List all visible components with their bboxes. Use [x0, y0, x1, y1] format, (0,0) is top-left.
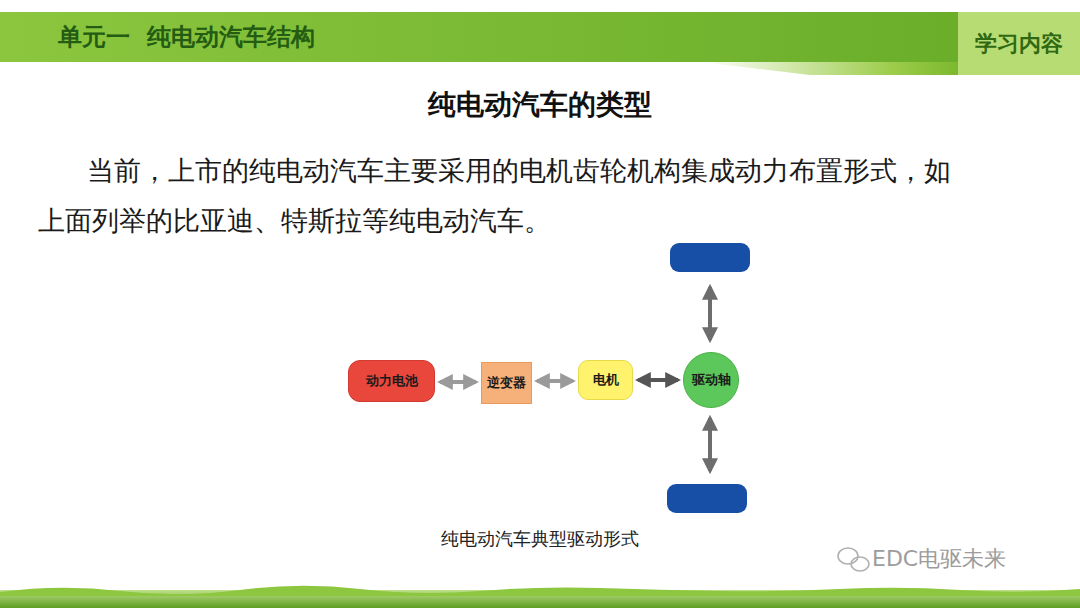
top-wheel	[670, 243, 750, 272]
double-arrow-connector	[537, 379, 573, 383]
double-arrow-connector	[440, 380, 476, 384]
motor-box: 电机	[578, 360, 633, 400]
node-text: 动力电池	[366, 372, 418, 390]
drive-axle-circle: 驱动轴	[683, 352, 739, 408]
node-text: 逆变器	[487, 374, 526, 392]
node-text: 电机	[593, 371, 619, 389]
body-paragraph: 当前，上市的纯电动汽车主要采用的电机齿轮机构集成动力布置形式，如上面列举的比亚迪…	[38, 146, 958, 246]
node-text: 学习内容	[975, 29, 1063, 59]
double-arrow-connector	[638, 378, 678, 382]
figure-caption: 纯电动汽车典型驱动形式	[0, 527, 1080, 551]
node-text: 驱动轴	[692, 371, 731, 389]
watermark: EDC电驱未来	[872, 544, 1062, 574]
slide-title: 纯电动汽车的类型	[0, 86, 1080, 124]
inverter-box: 逆变器	[481, 362, 532, 404]
battery-box: 动力电池	[348, 360, 435, 402]
bottom-wheel	[667, 484, 747, 513]
wheel-arrow	[708, 418, 712, 471]
wechat-icon	[838, 548, 869, 571]
grass-edge	[0, 586, 1080, 596]
section-tab: 学习内容	[958, 12, 1080, 75]
wheel-arrow	[708, 287, 712, 340]
header-band: 单元一 纯电动汽车结构	[0, 12, 958, 62]
header-stripe	[700, 62, 958, 75]
node-text: 单元一 纯电动汽车结构	[58, 21, 315, 53]
